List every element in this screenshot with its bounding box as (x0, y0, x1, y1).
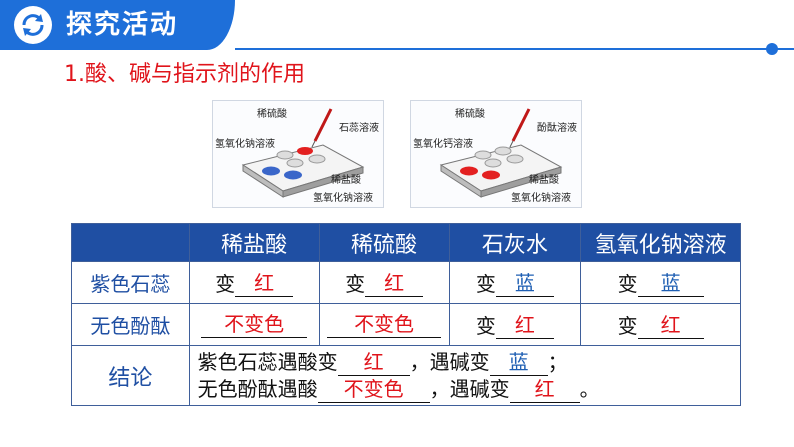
answer-blank: 不变色 (327, 311, 442, 338)
header-rule-dot (766, 43, 778, 55)
banner-title: 探究活动 (66, 10, 179, 40)
answer-blank: 红 (637, 312, 704, 339)
cell-prefix: 变 (215, 272, 236, 296)
answer-blank: 不变色 (201, 311, 308, 338)
table-row: 无色酚酞 不变色 不变色 变红 变红 (71, 303, 741, 346)
conclusion-fragment: 。 (579, 376, 600, 401)
cell-prefix: 变 (475, 314, 496, 338)
table-row: 紫色石蕊 变红 变红 变蓝 变蓝 (71, 261, 741, 304)
indicator-results-table: 稀盐酸 稀硫酸 石灰水 氢氧化钠溶液 紫色石蕊 变红 变红 变蓝 变蓝 无色酚酞… (71, 223, 742, 406)
cell-prefix: 变 (617, 272, 638, 296)
conclusion-fragment: ，遇碱变 (409, 349, 490, 374)
figure-label: 氢氧化钠溶液 (215, 139, 275, 150)
table-header-cell (71, 223, 190, 262)
answer-blank: 蓝 (489, 349, 548, 376)
result-cell: 变蓝 (580, 261, 741, 304)
result-cell: 变红 (580, 303, 741, 346)
conclusion-line: 无色酚酞遇酸不变色，遇碱变红。 (198, 376, 740, 403)
conclusion-row: 结论 紫色石蕊遇酸变红，遇碱变蓝； 无色酚酞遇酸不变色，遇碱变红。 (71, 345, 742, 406)
cell-prefix: 变 (345, 272, 366, 296)
answer-blank: 红 (337, 349, 410, 376)
section-heading: 1.酸、碱与指示剂的作用 (64, 62, 305, 87)
conclusion-fragment: 紫色石蕊遇酸变 (197, 349, 338, 374)
figure-label: 氢氧化钠溶液 (511, 193, 571, 204)
figure-label: 石蕊溶液 (339, 123, 379, 134)
row-label: 无色酚酞 (71, 303, 190, 346)
result-cell: 不变色 (188, 303, 320, 346)
answer-blank: 红 (509, 376, 580, 403)
figure-label: 稀盐酸 (529, 175, 559, 186)
section-banner: 探究活动 (0, 0, 235, 50)
cell-prefix: 变 (475, 272, 496, 296)
table-header-cell: 石灰水 (448, 223, 582, 262)
figure-label: 稀硫酸 (257, 109, 287, 120)
conclusion-fragment: ，遇碱变 (429, 376, 510, 401)
litmus-experiment-figure: 稀硫酸 石蕊溶液 氢氧化钠溶液 稀盐酸 氢氧化钠溶液 (212, 100, 384, 208)
answer-blank: 蓝 (637, 270, 704, 297)
spot-plate-illustration (241, 108, 365, 198)
result-cell: 变红 (318, 261, 450, 304)
conclusion-fragment: 无色酚酞遇酸 (197, 376, 318, 401)
header-rule (235, 48, 794, 50)
answer-blank: 红 (495, 312, 554, 339)
refresh-cycle-icon (14, 6, 52, 44)
table-header-row: 稀盐酸 稀硫酸 石灰水 氢氧化钠溶液 (71, 223, 741, 262)
result-cell: 不变色 (318, 303, 450, 346)
figure-label: 氢氧化钙溶液 (413, 139, 473, 150)
result-cell: 变红 (188, 261, 320, 304)
answer-blank: 蓝 (495, 270, 554, 297)
figure-label: 稀硫酸 (455, 109, 485, 120)
row-label: 结论 (71, 345, 190, 406)
figure-label: 稀盐酸 (331, 175, 361, 186)
answer-blank: 红 (235, 270, 294, 297)
table-header-cell: 稀硫酸 (318, 223, 450, 262)
answer-blank: 红 (365, 270, 424, 297)
table-header-cell: 氢氧化钠溶液 (580, 223, 741, 262)
phenolphthalein-experiment-figure: 稀硫酸 酚酞溶液 氢氧化钙溶液 稀盐酸 氢氧化钠溶液 (410, 100, 582, 208)
row-label: 紫色石蕊 (71, 261, 190, 304)
table-header-cell: 稀盐酸 (188, 223, 320, 262)
spot-plate-illustration (439, 108, 563, 198)
figure-label: 氢氧化钠溶液 (313, 193, 373, 204)
conclusion-line: 紫色石蕊遇酸变红，遇碱变蓝； (198, 349, 740, 376)
result-cell: 变红 (448, 303, 582, 346)
cell-prefix: 变 (617, 314, 638, 338)
conclusion-fragment: ； (547, 349, 568, 374)
result-cell: 变蓝 (448, 261, 582, 304)
answer-blank: 不变色 (317, 376, 430, 403)
figure-label: 酚酞溶液 (537, 123, 577, 134)
conclusion-text: 紫色石蕊遇酸变红，遇碱变蓝； 无色酚酞遇酸不变色，遇碱变红。 (188, 345, 742, 406)
